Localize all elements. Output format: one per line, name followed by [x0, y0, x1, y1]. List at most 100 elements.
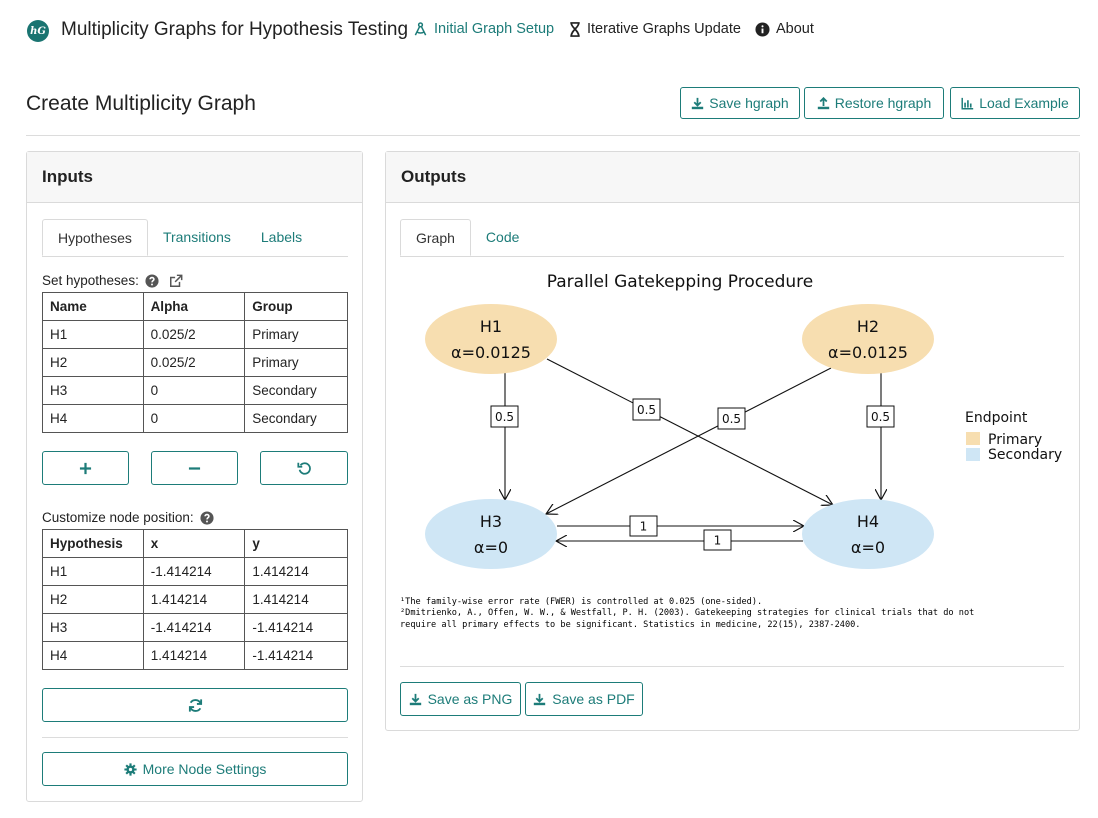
nav-iterative-graphs-update[interactable]: Iterative Graphs Update [569, 21, 741, 37]
undo-icon [297, 462, 311, 475]
svg-text:α=0: α=0 [851, 538, 885, 557]
table-header-row: Hypothesis x y [42, 529, 348, 558]
save-pdf-button[interactable]: Save as PDF [525, 682, 643, 716]
inputs-tabs: Hypotheses Transitions Labels [42, 219, 348, 257]
svg-text:α=0: α=0 [474, 538, 508, 557]
set-hypotheses-label: Set hypotheses: [42, 273, 183, 288]
legend-swatch-primary [966, 432, 980, 445]
footnote-3: require all primary effects to be signif… [400, 620, 860, 630]
tab-hypotheses[interactable]: Hypotheses [42, 219, 148, 256]
table-cell[interactable]: H2 [42, 585, 144, 614]
table-cell[interactable]: 0.025/2 [142, 320, 246, 349]
load-example-button[interactable]: Load Example [950, 87, 1080, 119]
remove-row-button[interactable] [151, 451, 238, 485]
nav-about[interactable]: About [755, 21, 814, 37]
page-title: Create Multiplicity Graph [26, 92, 256, 115]
table-cell[interactable]: H3 [42, 376, 144, 405]
reset-button[interactable] [260, 451, 348, 485]
tab-transitions[interactable]: Transitions [162, 229, 231, 245]
restore-hgraph-button[interactable]: Restore hgraph [804, 87, 944, 119]
table-cell[interactable]: 1.414214 [142, 641, 246, 670]
gear-icon [124, 762, 137, 776]
legend-title: Endpoint [965, 410, 1028, 426]
svg-text:α=0.0125: α=0.0125 [828, 343, 908, 362]
outputs-card: Outputs [385, 151, 1080, 731]
table-cell[interactable]: H1 [42, 557, 144, 586]
svg-text:0.5: 0.5 [495, 410, 514, 424]
edge-weight-label: 0.5 [866, 405, 895, 428]
table-cell[interactable]: Primary [244, 348, 348, 377]
table-cell[interactable]: H3 [42, 613, 144, 642]
table-cell[interactable]: 0 [142, 376, 246, 405]
app-logo[interactable]: hG [27, 20, 49, 42]
table-cell[interactable]: Secondary [244, 404, 348, 433]
footnote-1: ¹The family-wise error rate (FWER) is co… [400, 597, 762, 607]
column-header: y [244, 529, 348, 558]
svg-text:α=0.0125: α=0.0125 [451, 343, 531, 362]
table-cell[interactable]: -1.414214 [244, 641, 348, 670]
question-circle-icon[interactable] [145, 273, 159, 288]
table-cell[interactable]: 0 [142, 404, 246, 433]
inputs-card-title: Inputs [27, 152, 362, 203]
table-cell[interactable]: Primary [244, 320, 348, 349]
legend-label-primary: Primary [988, 432, 1042, 448]
column-header: Name [42, 292, 144, 321]
plus-icon [79, 462, 92, 474]
table-cell[interactable]: -1.414214 [142, 557, 246, 586]
edge-weight-label: 0.5 [717, 407, 746, 430]
outputs-card-title: Outputs [386, 152, 1079, 203]
question-circle-icon[interactable] [200, 510, 214, 525]
svg-text:H2: H2 [857, 317, 879, 336]
table-cell[interactable]: H1 [42, 320, 144, 349]
edge-weight-label: 1 [703, 529, 732, 551]
svg-text:0.5: 0.5 [637, 403, 656, 417]
save-png-button[interactable]: Save as PNG [400, 682, 521, 716]
svg-text:1: 1 [640, 520, 648, 534]
table-cell[interactable]: 1.414214 [142, 585, 246, 614]
edge-weight-label: 0.5 [490, 405, 519, 428]
header-divider [26, 135, 1080, 136]
svg-text:0.5: 0.5 [871, 410, 890, 424]
minus-icon [188, 466, 201, 470]
table-cell[interactable]: -1.414214 [244, 613, 348, 642]
outputs-divider [400, 666, 1064, 667]
table-cell[interactable]: 1.414214 [244, 585, 348, 614]
table-cell[interactable]: -1.414214 [142, 613, 246, 642]
table-row[interactable]: H3-1.414214-1.414214 [42, 613, 348, 642]
node-position-label: Customize node position: [42, 510, 214, 525]
node-h2: H2 α=0.0125 [802, 304, 934, 374]
node-h4: H4 α=0 [802, 499, 934, 569]
save-hgraph-button[interactable]: Save hgraph [680, 87, 800, 119]
table-cell[interactable]: H4 [42, 641, 144, 670]
app-brand[interactable]: Multiplicity Graphs for Hypothesis Testi… [61, 19, 409, 40]
add-row-button[interactable] [42, 451, 129, 485]
svg-text:H1: H1 [480, 317, 502, 336]
table-cell[interactable]: H2 [42, 348, 144, 377]
table-cell[interactable]: Secondary [244, 376, 348, 405]
graph-title: Parallel Gatekepping Procedure [547, 272, 813, 292]
more-node-settings-button[interactable]: More Node Settings [42, 752, 348, 786]
refresh-icon [188, 698, 202, 712]
tab-code[interactable]: Code [485, 229, 520, 245]
table-cell[interactable]: 0.025/2 [142, 348, 246, 377]
download-icon [692, 97, 704, 109]
refresh-positions-button[interactable] [42, 688, 348, 722]
multiplicity-graph: Parallel Gatekepping Procedure 0.5 0.5 0… [400, 272, 1062, 630]
nav-initial-graph-setup[interactable]: Initial Graph Setup [413, 21, 554, 37]
edge-weight-label: 1 [629, 515, 658, 537]
edge-weight-label: 0.5 [632, 398, 661, 421]
legend-label-secondary: Secondary [988, 447, 1062, 463]
tab-graph[interactable]: Graph [400, 219, 471, 256]
tab-labels[interactable]: Labels [260, 229, 303, 245]
table-cell[interactable]: H4 [42, 404, 144, 433]
table-cell[interactable]: 1.414214 [244, 557, 348, 586]
external-link-icon[interactable] [169, 274, 183, 288]
